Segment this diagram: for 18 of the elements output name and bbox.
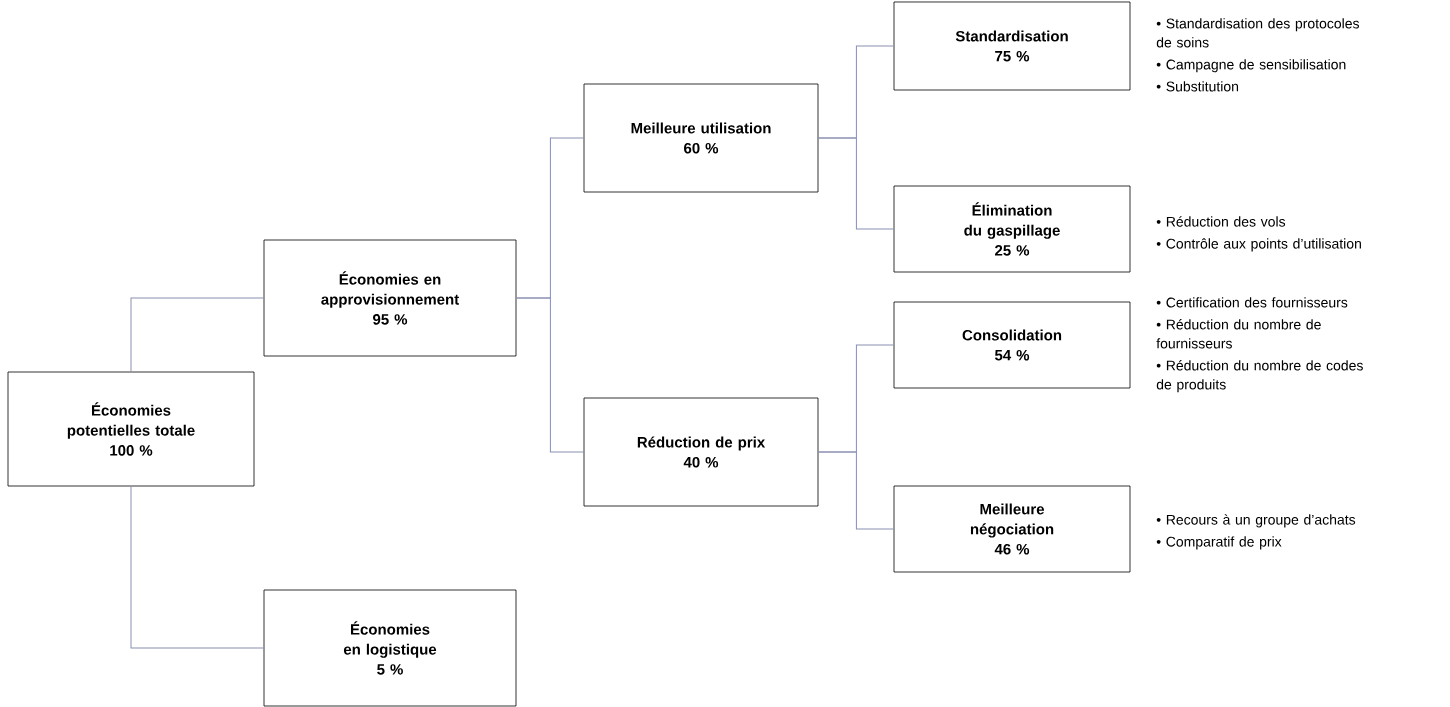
process-box: Réduction de prix 40 % [583,397,819,507]
connector [515,297,585,453]
connector [817,451,895,530]
process-box: Économies potentielles totale 100 % [7,371,255,487]
connector [130,485,265,649]
process-box: Meilleure négociation 46 % [893,485,1131,573]
bullet-list: • Standardisation des protocoles de soins • Campagne de sensibilisation • Substitution [1156,18,1359,92]
process-box: Élimination du gaspillage 25 % [893,185,1131,273]
bullet-list: • Certification des fournisseurs • Réduction du nombre de fournisseurs • Réduction du nombre de codes de produits [1156,297,1363,393]
connector [130,297,265,373]
process-box: Consolidation 54 % [893,301,1131,389]
process-box: Économies en logistique 5 % [263,589,517,707]
connector [817,137,895,230]
process-box: Meilleure utilisation 60 % [583,83,819,193]
process-box: Économies en approvisionnement 95 % [263,239,517,357]
bullet-list: • Recours à un groupe d’achats • Comparatif de prix [1156,514,1356,550]
bullet-list: • Réduction des vols • Contrôle aux points d’utilisation [1156,216,1361,252]
process-box: Standardisation 75 % [893,1,1131,91]
